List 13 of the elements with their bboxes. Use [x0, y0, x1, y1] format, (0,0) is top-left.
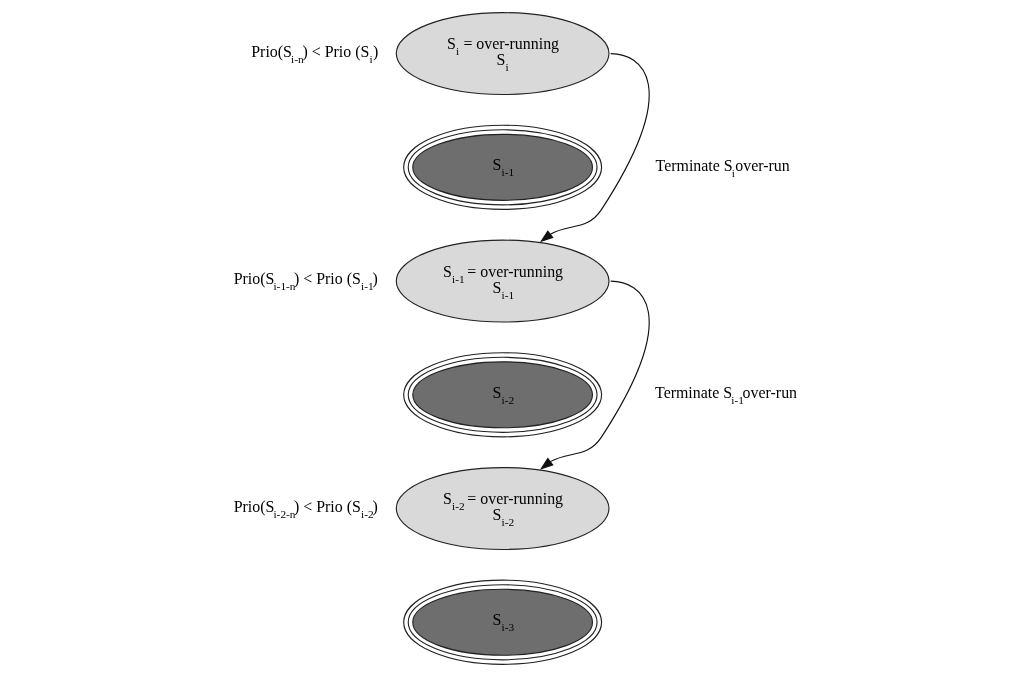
node-ellipse: S$_{i-2}$ — [402, 352, 602, 438]
node-ellipse: S$_{i-1}$ — [402, 124, 602, 210]
arrow — [539, 280, 650, 470]
node-ellipse: S$_{i-1}$ = over-running S$_{i-1}$ — [395, 239, 610, 323]
node-label: Prio(S$_{i-2-n}$) < Prio (S$_{i-2}$) — [233, 497, 378, 520]
node-ellipse: S$_{i-2}$ = over-running S$_{i-2}$ — [395, 467, 610, 551]
node-label: Prio(S$_{i-1-n}$) < Prio (S$_{i-1}$) — [233, 270, 378, 293]
node-ellipse: S$_{i}$ = over-running S$_{i}$ — [395, 12, 610, 96]
arrow — [539, 53, 650, 243]
edge-label: Terminate S$_{i-1}$over-run — [654, 384, 797, 407]
edge-label: Terminate S$_{i}$over-run — [655, 156, 790, 179]
node-label: Prio(S$_{i-n}$) < Prio (S$_{i}$) — [250, 42, 378, 65]
node-ellipse: S$_{i-3}$ — [402, 579, 602, 665]
